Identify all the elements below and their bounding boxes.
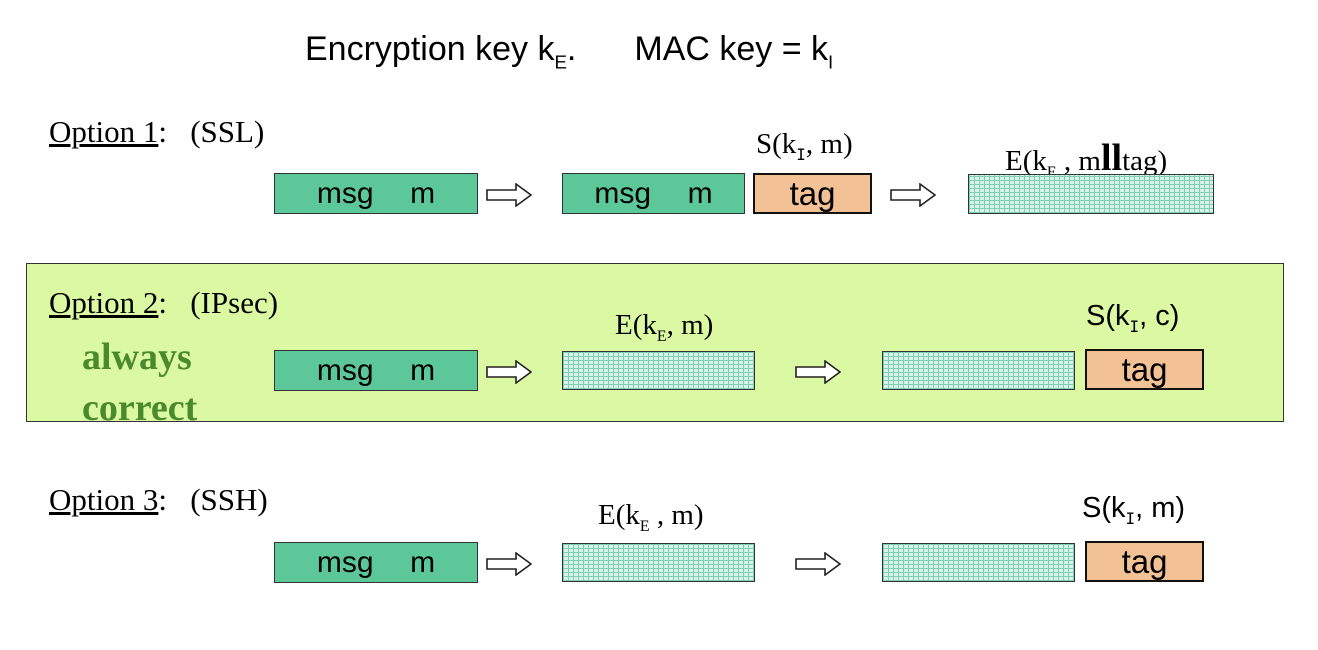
option3-mac-formula-subscript: I <box>1125 509 1136 529</box>
option2-note: always correct <box>82 332 197 434</box>
option3-enc-formula-subscript: E <box>639 518 650 536</box>
option3-enc-formula: E(kE , m) <box>598 499 704 536</box>
option2-msg-box: msg m <box>274 350 478 391</box>
option1-mac-formula-prefix: S(k <box>756 128 797 160</box>
option1-enc-formula-subscript: E <box>1046 164 1057 182</box>
option3-tag-text: tag <box>1121 542 1168 580</box>
encryption-key-label: Encryption key kE. <box>305 30 577 72</box>
option2-tag-text: tag <box>1121 350 1168 388</box>
option1-mac-formula: S(kI, m) <box>756 128 853 164</box>
right-hollow-arrow-icon <box>486 552 532 576</box>
option2-ciphertext-box-2 <box>882 351 1075 390</box>
encryption-key-subscript: E <box>554 51 567 73</box>
option1-tag-text: tag <box>789 174 836 212</box>
option2-mac-formula-subscript: I <box>1129 317 1140 337</box>
option1-tag-box: tag <box>753 173 872 214</box>
option2-mac-formula-suffix: , c) <box>1139 300 1180 332</box>
right-hollow-arrow-icon <box>486 183 532 207</box>
option2-enc-formula: E(kE, m) <box>615 309 713 346</box>
option2-protocol: : (IPsec) <box>158 285 279 320</box>
encryption-key-period: . <box>566 30 577 68</box>
option3-ciphertext-box <box>562 543 755 582</box>
option2-title: Option 2 <box>49 285 159 320</box>
option2-note-line2: correct <box>82 387 198 429</box>
option1-enc-formula-mid: , m <box>1056 145 1101 177</box>
option3-title: Option 3 <box>49 482 159 517</box>
option3-protocol: : (SSH) <box>158 482 268 517</box>
option1-protocol: : (SSL) <box>158 114 265 149</box>
option3-enc-formula-prefix: E(k <box>598 499 640 531</box>
option1-enc-formula: E(kE , mlltag) <box>1005 136 1167 182</box>
option1-msg-text-2: msg m <box>594 176 713 210</box>
option3-msg-box: msg m <box>274 542 478 583</box>
option1-msg-box-2: msg m <box>562 173 745 214</box>
option3-tag-box: tag <box>1085 541 1204 582</box>
right-hollow-arrow-icon <box>795 360 841 384</box>
right-hollow-arrow-icon <box>486 360 532 384</box>
option2-enc-formula-subscript: E <box>656 328 667 346</box>
option2-note-line1: always <box>82 336 192 378</box>
option2-tag-box: tag <box>1085 349 1204 390</box>
option2-highlight-panel <box>26 263 1284 422</box>
option2-mac-formula-prefix: S(k <box>1086 300 1130 332</box>
mac-key-label: MAC key = kI <box>634 30 833 72</box>
option1-label: Option 1: (SSL) <box>49 114 264 150</box>
right-hollow-arrow-icon <box>795 552 841 576</box>
option3-mac-formula-suffix: , m) <box>1135 492 1186 524</box>
option3-msg-text: msg m <box>316 545 436 579</box>
option1-msg-text: msg m <box>316 176 436 210</box>
right-hollow-arrow-icon <box>890 183 936 207</box>
option3-mac-formula-prefix: S(k <box>1082 492 1126 524</box>
option1-enc-formula-concat: ll <box>1100 137 1123 179</box>
mac-key-subscript: I <box>828 51 834 73</box>
option2-ciphertext-box <box>562 351 755 390</box>
option3-enc-formula-suffix: , m) <box>649 499 704 531</box>
encryption-key-text: Encryption key k <box>305 30 555 68</box>
mac-key-text: MAC key = k <box>634 30 829 68</box>
option3-mac-formula: S(kI, m) <box>1082 492 1185 528</box>
option2-enc-formula-suffix: , m) <box>666 309 714 341</box>
option1-mac-formula-suffix: , m) <box>805 128 853 160</box>
option3-ciphertext-box-2 <box>882 543 1075 582</box>
option2-mac-formula: S(kI, c) <box>1086 300 1179 336</box>
option2-msg-text: msg m <box>316 353 436 387</box>
option1-mac-formula-subscript: I <box>796 145 806 165</box>
option3-label: Option 3: (SSH) <box>49 482 268 518</box>
option1-msg-box: msg m <box>274 173 478 214</box>
option2-label: Option 2: (IPsec) <box>49 285 278 321</box>
option1-enc-formula-suffix: tag) <box>1122 145 1168 177</box>
option1-ciphertext-box <box>968 174 1214 214</box>
option1-title: Option 1 <box>49 114 159 149</box>
key-header: Encryption key kE. MAC key = kI <box>305 30 833 73</box>
option1-enc-formula-prefix: E(k <box>1005 145 1047 177</box>
option2-enc-formula-prefix: E(k <box>615 309 657 341</box>
